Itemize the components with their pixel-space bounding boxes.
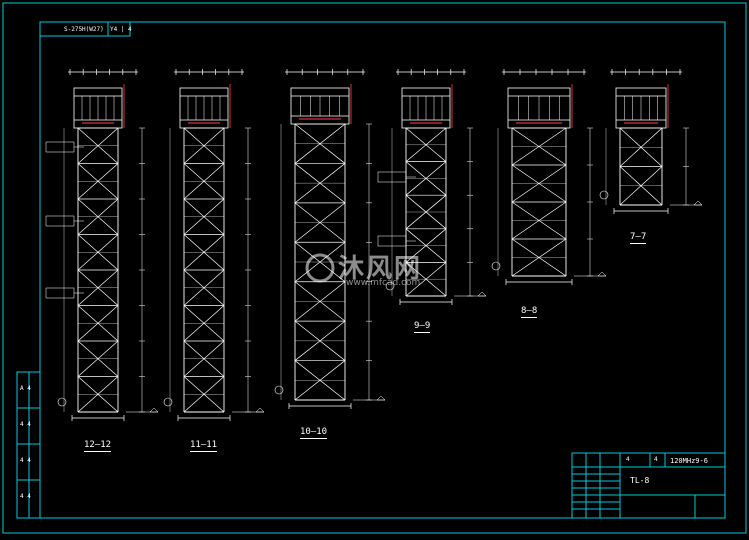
top-label: S-275H(W27) xyxy=(64,26,104,33)
section-label-12: 12—12 xyxy=(84,440,112,452)
section-label-10: 10—10 xyxy=(300,427,328,439)
tower-12-elevation-mark xyxy=(149,407,159,413)
drawing-number: 120MHz9-6 xyxy=(670,457,708,465)
tower-12-grid-bubble xyxy=(57,397,67,407)
tower-9-elevation-mark xyxy=(477,291,487,297)
left-strip-label-3: 4 4 xyxy=(20,457,31,464)
top-label-box xyxy=(39,21,131,37)
section-label-9: 9—9 xyxy=(414,321,431,333)
note-box xyxy=(45,215,75,227)
tower-10-grid-bubble xyxy=(274,385,284,395)
tower-8-elevation-mark xyxy=(597,271,607,277)
section-label-7: 7—7 xyxy=(630,232,647,244)
title-block-cell-b: 4 xyxy=(654,456,658,463)
left-strip-label-2: 4 4 xyxy=(20,421,31,428)
note-box xyxy=(45,287,75,299)
tower-10-elevation-mark xyxy=(376,395,386,401)
watermark-url: www.mfcad.com xyxy=(346,278,421,288)
drawing-frame xyxy=(39,21,726,519)
tower-7-grid-bubble xyxy=(599,190,609,200)
tower-8-grid-bubble xyxy=(491,261,501,271)
left-strip-label-1: A 4 xyxy=(20,385,31,392)
tower-7-elevation-mark xyxy=(693,200,703,206)
watermark-text: 沐风网 xyxy=(338,254,423,284)
top-box-label: Y4 | 4 xyxy=(110,26,132,33)
sheet-border xyxy=(2,2,747,534)
title-block-cell-a: 4 xyxy=(626,456,630,463)
section-label-11: 11—11 xyxy=(190,440,218,452)
left-strip-label-4: 4 4 xyxy=(20,493,31,500)
drawing-title: TL-8 xyxy=(630,476,650,485)
note-box xyxy=(45,141,75,153)
tower-9-grid-bubble xyxy=(385,281,395,291)
title-block xyxy=(571,452,726,519)
section-label-8: 8—8 xyxy=(521,306,538,318)
tower-11-elevation-mark xyxy=(255,407,265,413)
watermark-logo xyxy=(305,253,335,283)
tower-11-grid-bubble xyxy=(163,397,173,407)
